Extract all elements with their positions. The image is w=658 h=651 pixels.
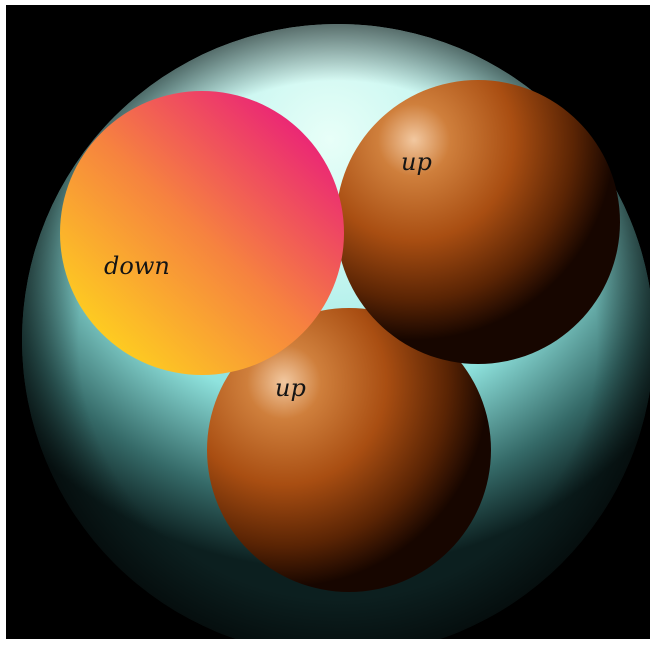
flat-colored-disk (60, 91, 344, 375)
upper-right-sphere (336, 80, 620, 364)
lower-sphere-up-label: up (275, 374, 306, 402)
upper-sphere-up-label: up (401, 148, 432, 176)
down-label: down (104, 252, 170, 280)
